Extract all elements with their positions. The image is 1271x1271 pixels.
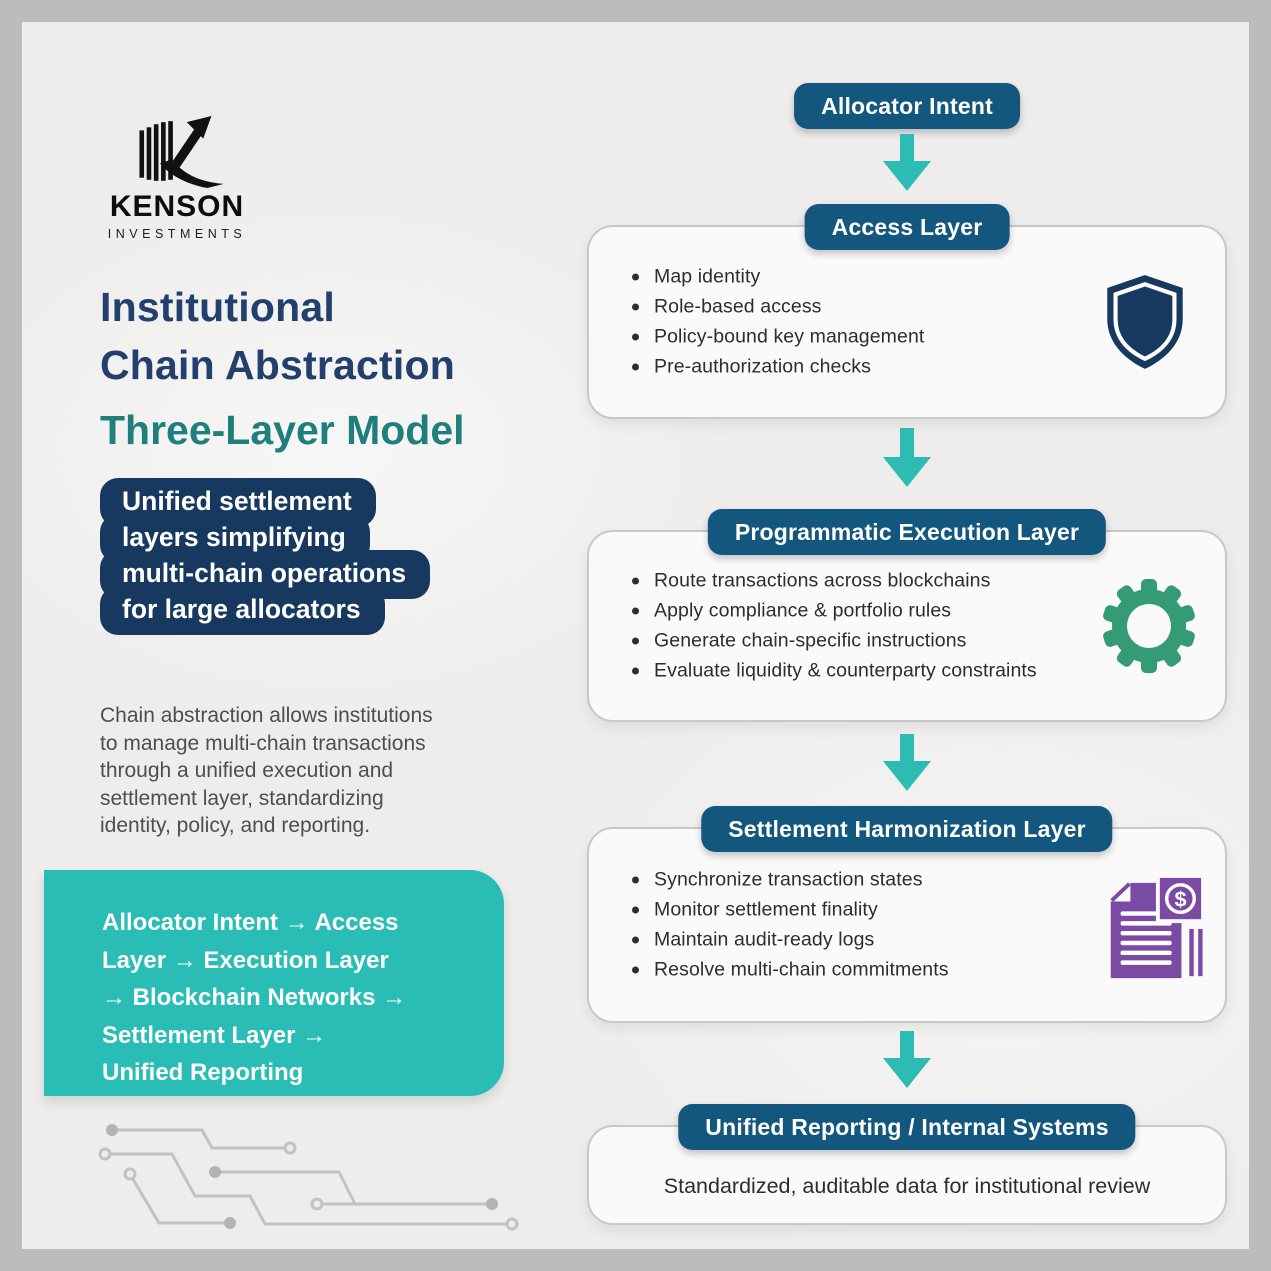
bullet-item: Monitor settlement finality bbox=[627, 897, 949, 924]
content-area: KENSON INVESTMENTS Institutional Chain A… bbox=[22, 22, 1249, 1249]
flow-end-pill: Unified Reporting / Internal Systems bbox=[678, 1104, 1136, 1150]
arrow-down-icon bbox=[883, 134, 931, 191]
page-subtitle: Three-Layer Model bbox=[100, 407, 465, 453]
layer-card-settlement: Settlement Harmonization Layer Synchroni… bbox=[587, 806, 1227, 1023]
layer-card-execution: Programmatic Execution Layer Route trans… bbox=[587, 509, 1227, 722]
flow-end-note: Standardized, auditable data for institu… bbox=[663, 1174, 1151, 1198]
arrow-down-icon bbox=[883, 428, 931, 487]
bullet-item: Resolve multi-chain commitments bbox=[627, 957, 949, 984]
layer-pill-execution: Programmatic Execution Layer bbox=[707, 509, 1107, 555]
intro-paragraph: Chain abstraction allows institutions to… bbox=[100, 704, 433, 837]
arrow-down-icon bbox=[883, 734, 931, 791]
bullet-item: Evaluate liquidity & counterparty constr… bbox=[627, 658, 1037, 685]
kenson-logo-icon bbox=[138, 116, 224, 188]
bullet-item: Route transactions across blockchains bbox=[627, 568, 1037, 595]
gear-icon bbox=[1097, 574, 1201, 678]
bullet-item: Generate chain-specific instructions bbox=[627, 628, 1037, 655]
bullet-item: Policy-bound key management bbox=[627, 324, 924, 351]
shield-icon bbox=[1099, 270, 1191, 374]
bullet-item: Pre-authorization checks bbox=[627, 354, 924, 381]
invoice-icon: $ bbox=[1097, 873, 1207, 984]
circuit-decoration-icon bbox=[98, 1124, 519, 1231]
page-title-line2: Chain Abstraction bbox=[100, 342, 455, 388]
layer-pill-settlement: Settlement Harmonization Layer bbox=[701, 806, 1113, 852]
page-title-line1: Institutional bbox=[100, 284, 335, 330]
svg-text:$: $ bbox=[1174, 886, 1186, 911]
bullet-item: Synchronize transaction states bbox=[627, 867, 949, 894]
bullet-item: Role-based access bbox=[627, 294, 924, 321]
flow-end-card: Unified Reporting / Internal Systems Sta… bbox=[587, 1104, 1227, 1225]
bullet-item: Apply compliance & portfolio rules bbox=[627, 598, 1037, 625]
layer-pill-access: Access Layer bbox=[804, 204, 1010, 250]
brand-name: KENSON bbox=[109, 190, 245, 223]
highlight-callout: Unified settlement layers simplifying mu… bbox=[100, 478, 431, 635]
brand-block: KENSON INVESTMENTS bbox=[102, 116, 252, 241]
bullet-item: Map identity bbox=[627, 264, 924, 291]
flow-summary-box: Allocator Intent → Access Layer → Execut… bbox=[44, 870, 504, 1096]
arrow-down-icon bbox=[883, 1031, 931, 1088]
bullet-item: Maintain audit-ready logs bbox=[627, 927, 949, 954]
brand-tagline: INVESTMENTS bbox=[107, 227, 247, 241]
highlight-line: for large allocators bbox=[100, 586, 385, 635]
flow-start-pill: Allocator Intent bbox=[794, 83, 1020, 129]
